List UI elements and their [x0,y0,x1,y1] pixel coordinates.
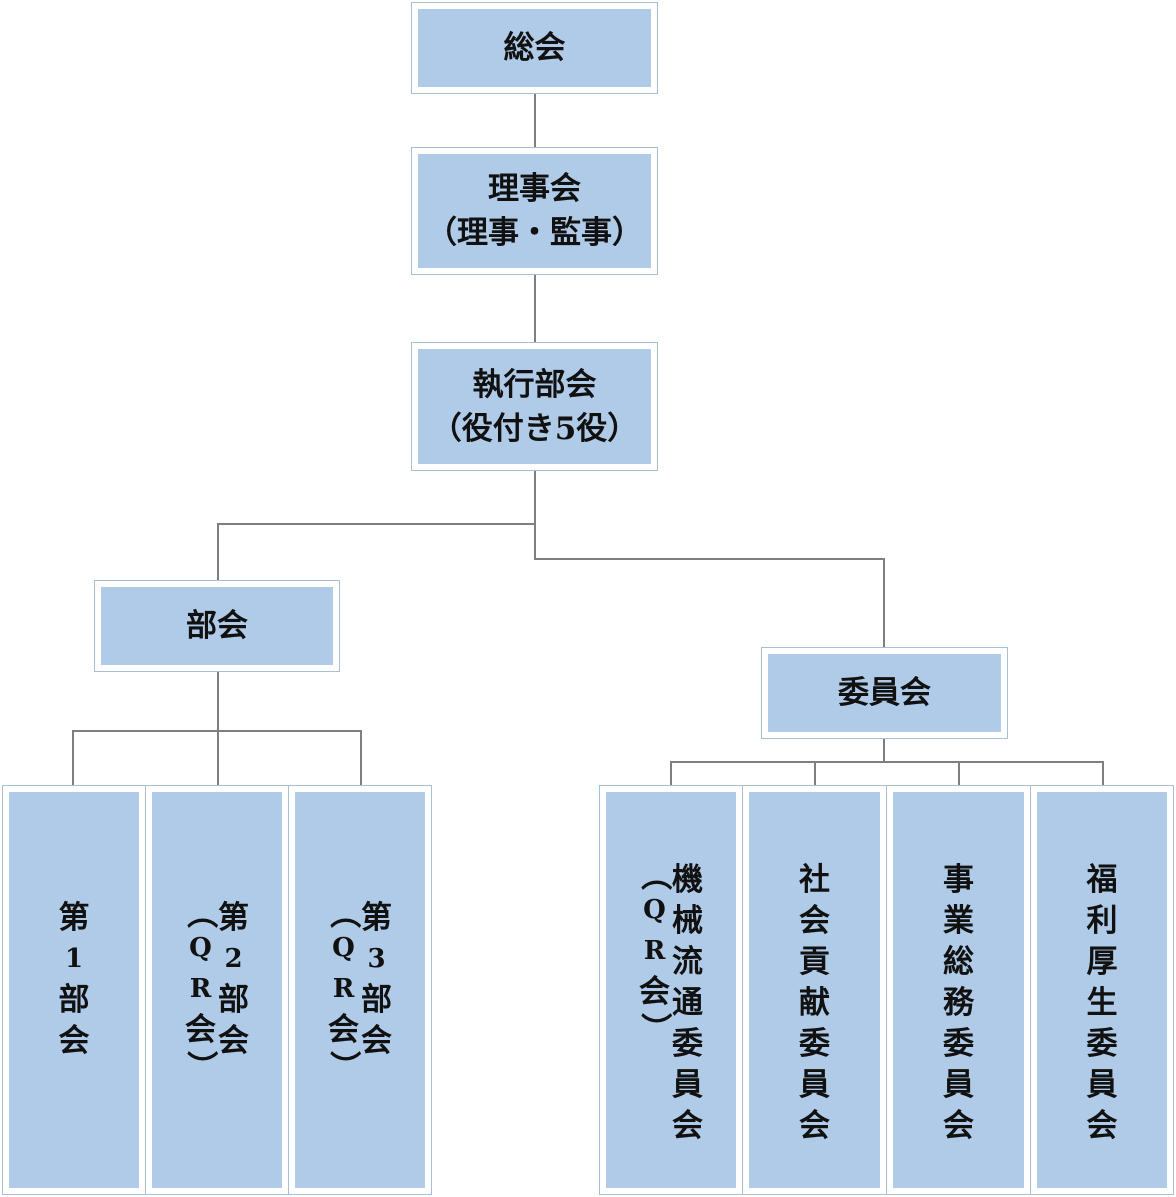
committee-unit-3: 事業総務委員会 [886,785,1031,1195]
committees-box: 委員会 [761,647,1008,739]
general-meeting-label: 総会 [503,30,566,66]
general-meeting-box: 総会 [411,2,658,94]
committee-unit-4: 福利厚生委員会 [1030,785,1174,1195]
committee-unit-4-name: 福利厚生委員会 [1086,862,1118,1144]
committee-unit-1-name: 機械流通委員会 [672,862,703,1144]
committees-label: 委員会 [838,675,931,711]
board-subtitle: （理事・監事） [426,215,643,251]
board-box: 理事会 （理事・監事） [411,147,658,275]
executive-box: 執行部会 （役付き5役） [411,342,658,471]
executive-title: 執行部会 [472,366,597,403]
board-title: 理事会 [488,171,581,207]
committee-unit-2: 社会貢献委員会 [742,785,887,1195]
sections-label: 部会 [186,608,248,644]
executive-subtitle: （役付き5役） [430,410,639,447]
committee-unit-2-name: 社会貢献委員会 [799,862,830,1144]
sections-box: 部会 [94,580,340,672]
committee-unit-3-name: 事業総務委員会 [943,862,974,1144]
